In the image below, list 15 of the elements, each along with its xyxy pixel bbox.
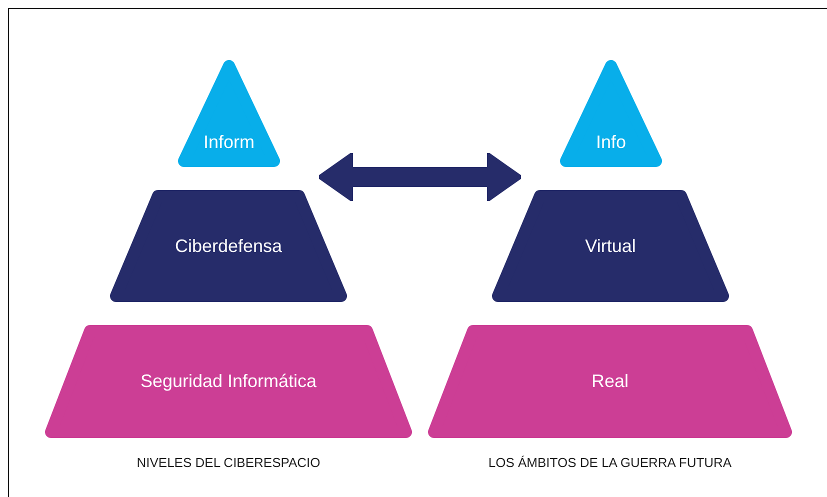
level-label: Real: [591, 370, 629, 393]
triangle-shape: [560, 60, 662, 167]
trapezoid-shape: [492, 190, 729, 302]
level-label: Inform: [203, 131, 254, 154]
level-label: Virtual: [585, 234, 636, 258]
triangle-shape: [178, 60, 280, 167]
level-label: Info: [596, 131, 626, 154]
pyramid-caption: NIVELES DEL CIBERESPACIO: [136, 454, 320, 472]
trapezoid-shape: [428, 325, 792, 438]
level-label: Ciberdefensa: [174, 234, 282, 258]
trapezoid-shape: [110, 190, 347, 302]
pyramid-caption: LOS ÁMBITOS DE LA GUERRA FUTURA: [488, 454, 732, 472]
level-label: Seguridad Informática: [140, 370, 317, 393]
trapezoid-shape: [45, 325, 412, 438]
double-arrow: [318, 152, 522, 202]
